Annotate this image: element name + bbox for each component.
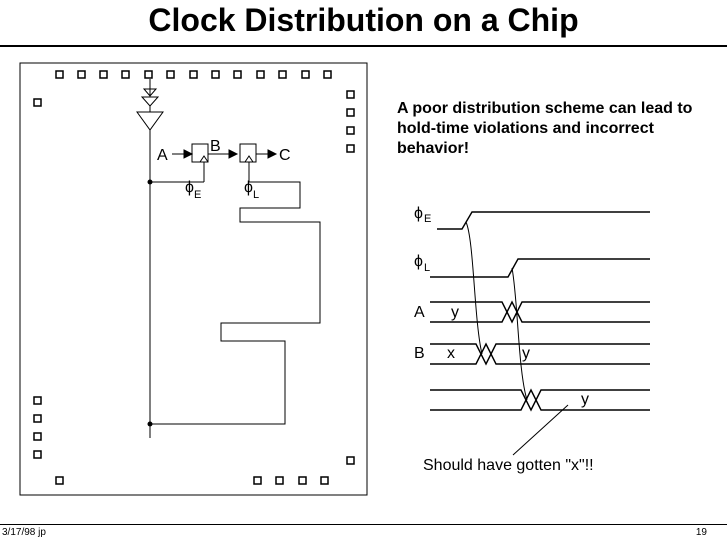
pad	[144, 70, 153, 79]
phi-early-subscript: E	[194, 189, 201, 201]
small-buffer	[142, 88, 158, 97]
late-clock-wire	[150, 162, 321, 425]
clock-junction	[147, 421, 153, 427]
pad	[275, 476, 284, 485]
pad	[33, 414, 42, 423]
pad	[346, 456, 355, 465]
slide-caption: A poor distribution scheme can lead to h…	[397, 100, 693, 157]
pad	[33, 98, 42, 107]
pad	[346, 126, 355, 135]
slide-title: Clock Distribution on a Chip	[148, 2, 579, 38]
output-label-c: C	[279, 147, 291, 164]
phi-early-symbol: ϕ	[185, 179, 194, 196]
pad	[99, 70, 108, 79]
timing-a-value: y	[451, 304, 459, 321]
pad	[233, 70, 242, 79]
clock-junction	[147, 179, 153, 185]
pad	[33, 396, 42, 405]
timing-label-a: A	[414, 304, 425, 321]
timing-phi-late-subscript: L	[424, 262, 430, 274]
phi-late-subscript: L	[253, 189, 259, 201]
pad	[278, 70, 287, 79]
timing-waveforms	[430, 211, 650, 412]
waveform-phi-early	[437, 211, 650, 230]
waveform-a-upper	[430, 301, 650, 324]
title-rule	[0, 45, 727, 47]
pad	[121, 70, 130, 79]
pad	[55, 476, 64, 485]
timing-c-value: y	[581, 391, 589, 408]
waveform-c-upper	[430, 389, 650, 412]
waveform-b-upper	[430, 343, 650, 366]
pad	[33, 450, 42, 459]
pad	[189, 70, 198, 79]
pad	[346, 144, 355, 153]
causality-arrows	[465, 221, 569, 456]
annotation-pointer	[512, 404, 569, 456]
clock-wiring	[149, 130, 321, 438]
waveform-b-lower	[430, 342, 650, 365]
pad	[77, 70, 86, 79]
buffer	[140, 96, 160, 107]
pad	[320, 476, 329, 485]
pad	[301, 70, 310, 79]
pad	[298, 476, 307, 485]
timing-label-b: B	[414, 345, 425, 362]
timing-b-value-after: y	[522, 345, 530, 362]
timing-b-value-before: x	[447, 345, 455, 362]
page-number: 19	[695, 527, 707, 538]
annotation-text: Should have gotten "x"!!	[423, 457, 594, 474]
timing-phi-early-symbol: ϕ	[414, 205, 423, 222]
footer-rule	[0, 524, 727, 525]
pad	[211, 70, 220, 79]
waveform-phi-late	[430, 258, 650, 278]
pad-group	[33, 70, 355, 485]
pad	[33, 432, 42, 441]
clock-buffer-chain	[136, 79, 164, 131]
waveform-c-lower	[430, 388, 650, 411]
pad	[346, 90, 355, 99]
registers	[172, 143, 278, 163]
pad	[55, 70, 64, 79]
pad	[256, 70, 265, 79]
pad	[166, 70, 175, 79]
pad	[323, 70, 332, 79]
register-late	[239, 143, 257, 163]
input-label-a: A	[157, 147, 168, 164]
pad	[346, 108, 355, 117]
timing-phi-late-symbol: ϕ	[414, 253, 423, 270]
pad	[253, 476, 262, 485]
timing-phi-early-subscript: E	[424, 213, 431, 225]
clock-driver	[136, 111, 164, 131]
chip-outline	[19, 62, 368, 496]
waveform-a-lower	[430, 300, 650, 323]
middle-label-b: B	[210, 138, 221, 155]
footer-date: 3/17/98 jp	[2, 527, 46, 538]
phi-late-symbol: ϕ	[244, 179, 253, 196]
